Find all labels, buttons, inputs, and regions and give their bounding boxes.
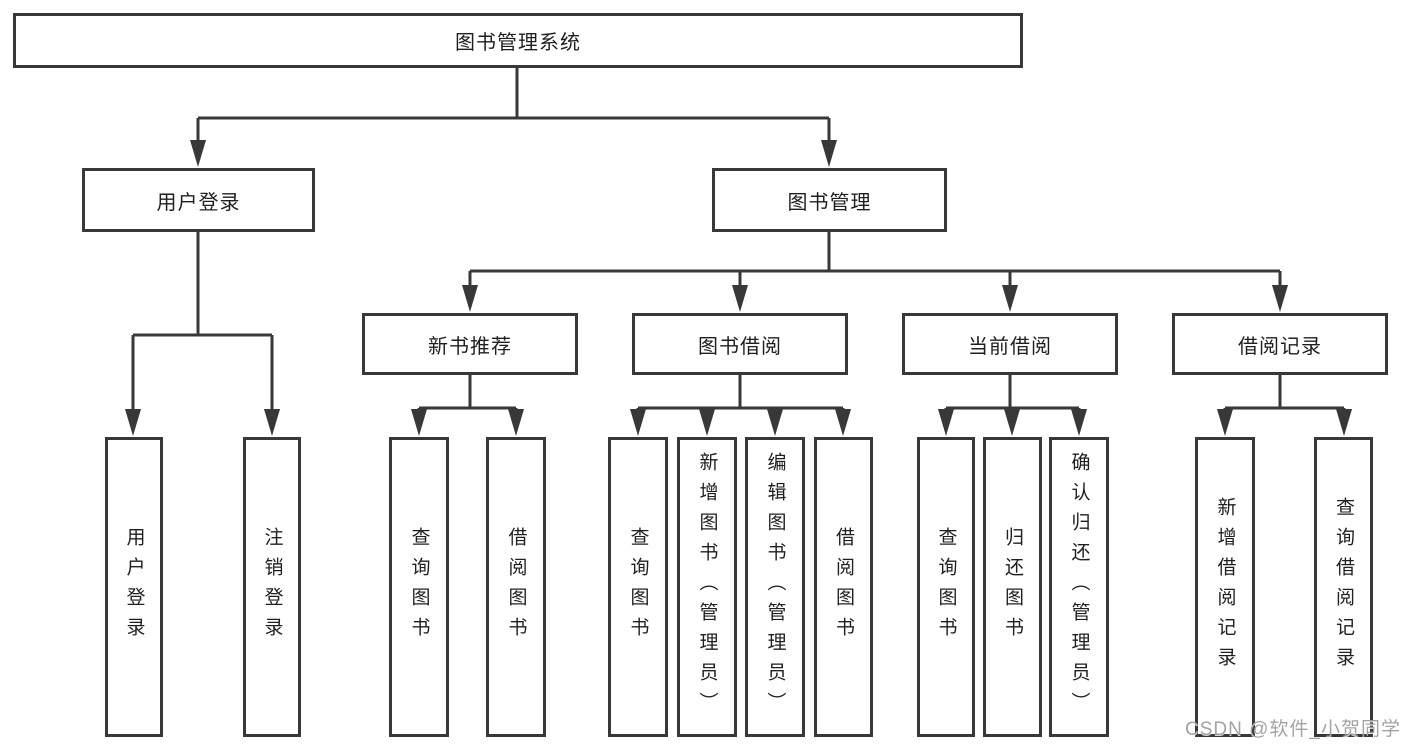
node-add-borrow-record-label: 新增借阅记录 bbox=[1214, 497, 1236, 677]
node-borrowing-records: 借阅记录 bbox=[1172, 313, 1388, 375]
node-root-system-label: 图书管理系统 bbox=[455, 32, 581, 54]
connector-new-book-branch bbox=[417, 375, 518, 411]
node-new-book-recommend: 新书推荐 bbox=[362, 313, 578, 375]
node-book-management: 图书管理 bbox=[712, 168, 947, 232]
node-borrow-books-recommend-label: 借阅图书 bbox=[505, 527, 527, 647]
node-query-borrow-record: 查询借阅记录 bbox=[1314, 437, 1373, 737]
node-borrowing-records-label: 借阅记录 bbox=[1238, 335, 1322, 358]
node-borrow-books-recommend: 借阅图书 bbox=[486, 437, 546, 737]
node-edit-books-admin: 编辑图书（管理员） bbox=[745, 437, 805, 737]
node-query-books-borrow: 查询图书 bbox=[608, 437, 668, 737]
connector-current-borrow-branch bbox=[944, 375, 1081, 411]
node-current-borrowing-label: 当前借阅 bbox=[968, 335, 1052, 358]
node-return-books-label: 归还图书 bbox=[1002, 527, 1023, 647]
node-book-borrowing-label: 图书借阅 bbox=[698, 335, 782, 358]
node-user-login-label: 用户登录 bbox=[156, 191, 241, 214]
node-query-books-current-label: 查询图书 bbox=[935, 527, 957, 647]
node-borrow-books-leaf-label: 借阅图书 bbox=[833, 527, 854, 647]
node-logout-leaf-label: 注销登录 bbox=[261, 527, 283, 647]
node-book-management-label: 图书管理 bbox=[787, 191, 872, 214]
node-query-books-current: 查询图书 bbox=[917, 437, 975, 737]
node-current-borrowing: 当前借阅 bbox=[902, 313, 1118, 375]
node-new-book-recommend-label: 新书推荐 bbox=[428, 335, 512, 358]
node-logout-leaf: 注销登录 bbox=[243, 437, 301, 737]
node-query-books-recommend-label: 查询图书 bbox=[408, 527, 430, 647]
node-query-books-recommend: 查询图书 bbox=[389, 437, 449, 737]
node-confirm-return-admin-label: 确认归还（管理员） bbox=[1068, 452, 1090, 722]
node-add-books-admin: 新增图书（管理员） bbox=[677, 437, 737, 737]
node-add-borrow-record: 新增借阅记录 bbox=[1195, 437, 1255, 737]
node-book-borrowing: 图书借阅 bbox=[632, 313, 848, 375]
node-return-books: 归还图书 bbox=[983, 437, 1042, 737]
node-query-books-borrow-label: 查询图书 bbox=[627, 527, 649, 647]
node-borrow-books-leaf: 借阅图书 bbox=[814, 437, 873, 737]
connector-borrow-record-branch bbox=[1223, 375, 1346, 411]
connector-book-mgmt-to-level3 bbox=[468, 232, 1282, 287]
node-confirm-return-admin: 确认归还（管理员） bbox=[1049, 437, 1109, 737]
node-user-login: 用户登录 bbox=[82, 168, 315, 232]
connector-book-borrow-branch bbox=[636, 375, 845, 411]
node-user-login-leaf-label: 用户登录 bbox=[123, 527, 145, 647]
node-user-login-leaf: 用户登录 bbox=[105, 437, 163, 737]
node-query-borrow-record-label: 查询借阅记录 bbox=[1333, 497, 1354, 677]
csdn-watermark: CSDN @软件_小贺同学 bbox=[1185, 719, 1401, 740]
node-add-books-admin-label: 新增图书（管理员） bbox=[696, 452, 718, 722]
connector-user-login-branch bbox=[131, 232, 274, 411]
node-edit-books-admin-label: 编辑图书（管理员） bbox=[764, 452, 786, 722]
connector-root-to-level2 bbox=[196, 68, 831, 142]
node-root-system: 图书管理系统 bbox=[13, 13, 1023, 68]
